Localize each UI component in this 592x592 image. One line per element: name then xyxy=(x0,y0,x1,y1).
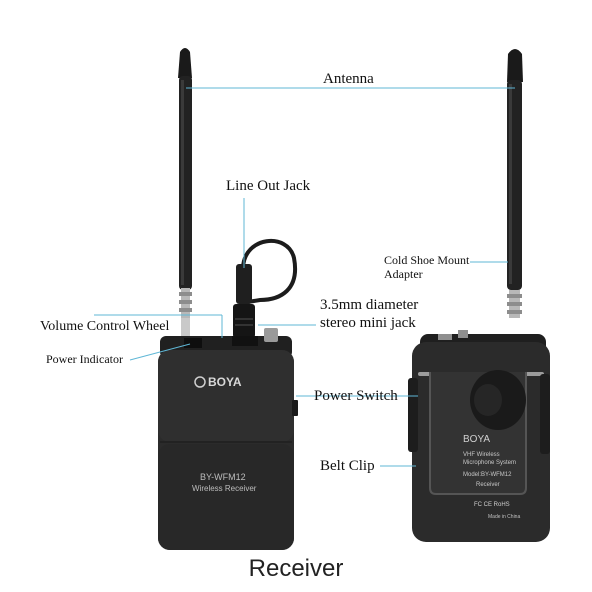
line-out-cable xyxy=(233,238,298,338)
right-antenna xyxy=(507,49,523,318)
front-device-body xyxy=(158,328,298,550)
caption: Receiver xyxy=(248,555,344,582)
cold-shoe-label-line2: Adapter xyxy=(384,267,423,281)
jack-label-line2: stereo mini jack xyxy=(320,315,416,331)
back-certs: FC CE RoHS xyxy=(474,502,510,508)
left-antenna xyxy=(178,48,192,340)
back-line1: VHF Wireless xyxy=(463,452,500,458)
back-origin: Made in China xyxy=(488,514,521,520)
front-model: BY-WFM12 xyxy=(200,472,246,482)
volume-wheel-label: Volume Control Wheel xyxy=(40,319,170,334)
back-line2: Microphone System xyxy=(463,460,517,466)
boya-logo-icon xyxy=(194,376,206,388)
front-brand: BOYA xyxy=(208,375,242,389)
back-device-body xyxy=(408,330,550,542)
back-model: Model:BY-WFM12 xyxy=(463,472,512,478)
line-out-jack-label: Line Out Jack xyxy=(226,178,311,194)
back-brand: BOYA xyxy=(463,434,491,445)
antenna-label: Antenna xyxy=(323,71,374,87)
belt-clip-label: Belt Clip xyxy=(320,458,375,474)
cold-shoe-label-line1: Cold Shoe Mount xyxy=(384,253,470,267)
power-switch-label: Power Switch xyxy=(314,388,398,404)
front-device-name: Wireless Receiver xyxy=(192,484,257,493)
power-indicator-label: Power Indicator xyxy=(46,352,123,366)
back-device-name: Receiver xyxy=(476,482,500,488)
jack-label-line1: 3.5mm diameter xyxy=(320,297,419,313)
